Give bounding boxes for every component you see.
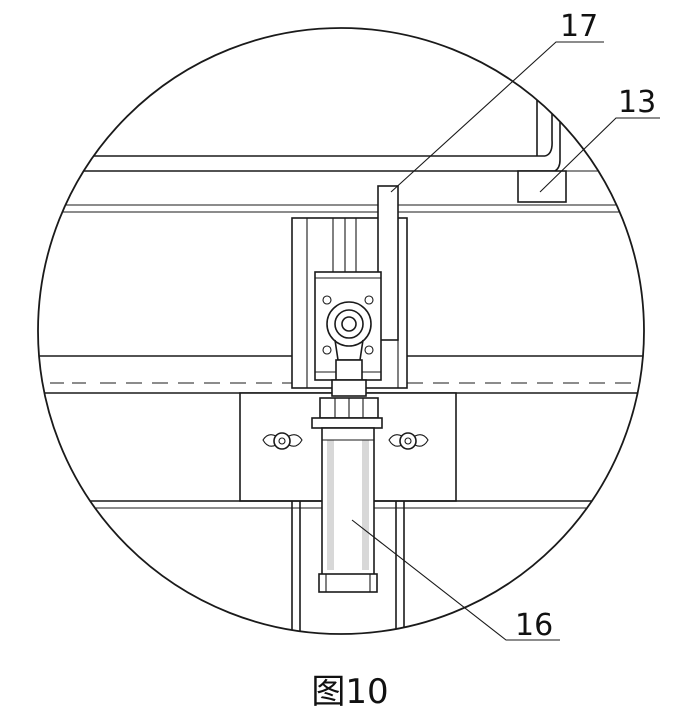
figure-caption: 图10: [311, 672, 389, 712]
callout-label-13: 13: [618, 85, 656, 120]
detail-circle-outline: [37, 27, 645, 635]
leader-lines: [351, 41, 660, 641]
callout-label-16: 16: [515, 608, 553, 643]
nut-assembly: [311, 379, 383, 429]
clamp-block: [314, 271, 382, 381]
top-rail: [38, 96, 644, 213]
callout-label-17: 17: [560, 9, 598, 44]
lower-rails: [291, 501, 405, 634]
detail-circle-contents: [38, 96, 644, 634]
part-16-cylinder: [318, 427, 378, 593]
part-13-block: [517, 170, 567, 203]
detail-view-drawing: 17 13 16: [37, 9, 660, 643]
part-17-bracket: [377, 185, 399, 341]
